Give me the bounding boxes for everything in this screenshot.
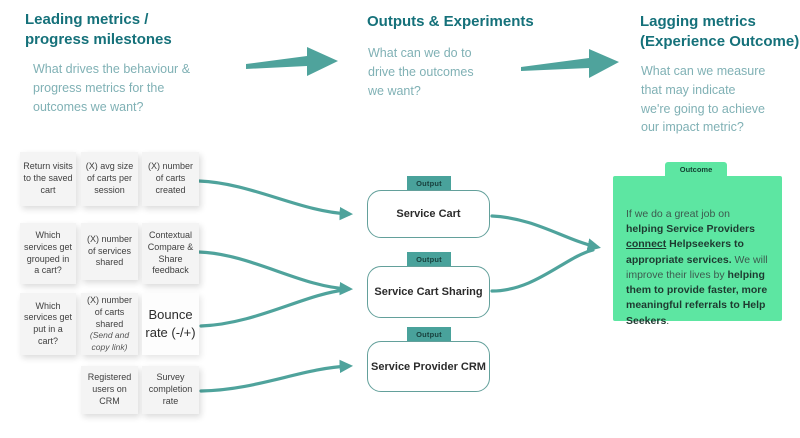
outcome-text-segment: helping Service Providers [626,223,755,236]
outcome-note[interactable]: If we do a great job on helping Service … [613,176,782,327]
outcome-text-segment: We will improve their lives by [626,253,768,281]
sticky-text: (X) number of services shared [86,233,132,268]
connector-survey-to-provider-crm [199,359,354,393]
right-arrow-icon [521,49,619,78]
output-tag: Output [407,327,451,341]
output-box-label: Service Cart [396,208,461,220]
sticky-text: Which services get put in a cart? [23,300,73,346]
sticky-survey-completion[interactable]: Survey completion rate [142,366,199,414]
sticky-services-shared[interactable]: (X) number of services shared [81,223,138,280]
outcome-text-segment: helping them to provide faster, more mea… [626,268,768,327]
sticky-text: Survey completion rate [148,372,193,406]
sticky-carts-created[interactable]: (X) number of carts created [142,152,199,206]
sticky-services-grouped[interactable]: Which services get grouped in a cart? [20,223,76,284]
outcome-text-segment: . [666,314,670,327]
sticky-return-visits[interactable]: Return visits to the saved cart [20,152,76,206]
output-box-label: Service Cart Sharing [374,286,483,298]
sticky-avg-cart-size[interactable]: (X) avg size of carts per session [81,152,138,206]
outcome-text-segment: Helpseekers to appropriate services. [626,238,744,266]
output-box-service-cart-sharing[interactable]: Service Cart Sharing [367,266,490,318]
outcome-text-segment: connect [626,238,667,251]
outcome-text-segment: If we do a great job on [626,208,730,220]
sticky-text: (X) number of carts shared [86,295,132,329]
output-tag: Output [407,176,451,190]
connector-feedback-to-cart-sharing [197,250,354,296]
output-box-label: Service Provider CRM [371,360,486,373]
sticky-text: Which services get grouped in a cart? [23,230,73,276]
column-subtitle-lagging-metrics: What can we measure that may indicate we… [641,64,766,135]
outcome-tag: Outcome [665,162,727,177]
sticky-bounce-rate[interactable]: Bounce rate (-/+) [142,293,199,355]
output-box-service-provider-crm[interactable]: Service Provider CRM [367,341,490,392]
output-tag-label: Output [416,178,442,188]
output-tag-label: Output [416,329,442,339]
sticky-text: (X) number of carts created [147,161,193,195]
sticky-services-put-in-cart[interactable]: Which services get put in a cart? [20,293,76,355]
column-title-lagging-metrics: Lagging metrics (Experience Outcome) [640,13,800,51]
outcome-tag-label: Outcome [679,165,713,174]
column-title-outputs-experiments: Outputs & Experiments [367,13,534,30]
sticky-text: Bounce rate (-/+) [145,307,196,340]
sticky-subtext: (Send and copy link) [89,330,130,352]
output-tag-label: Output [416,254,442,264]
output-box-service-cart[interactable]: Service Cart [367,190,490,238]
output-tag: Output [407,252,451,266]
column-title-leading-metrics: Leading metrics / progress milestones [25,11,172,49]
sticky-text: Registered users on CRM [87,372,132,406]
connector-service-cart-to-outcome [490,214,601,252]
sticky-text: (X) avg size of carts per session [85,161,134,195]
sticky-registered-users-crm[interactable]: Registered users on CRM [81,366,138,414]
connector-carts-created-to-service-cart [197,179,354,221]
right-arrow-icon [246,47,338,76]
sticky-text: Contextual Compare & Share feedback [147,230,194,276]
sticky-text: Return visits to the saved cart [23,161,73,195]
connector-cart-sharing-to-outcome [490,248,595,293]
sticky-carts-shared[interactable]: (X) number of carts shared (Send and cop… [81,293,138,355]
connector-bounce-rate-to-cart-sharing [199,288,347,328]
column-subtitle-leading-metrics: What drives the behaviour & progress met… [33,62,191,114]
sticky-contextual-feedback[interactable]: Contextual Compare & Share feedback [142,223,199,284]
column-subtitle-outputs-experiments: What can we do to drive the outcomes we … [368,46,474,98]
